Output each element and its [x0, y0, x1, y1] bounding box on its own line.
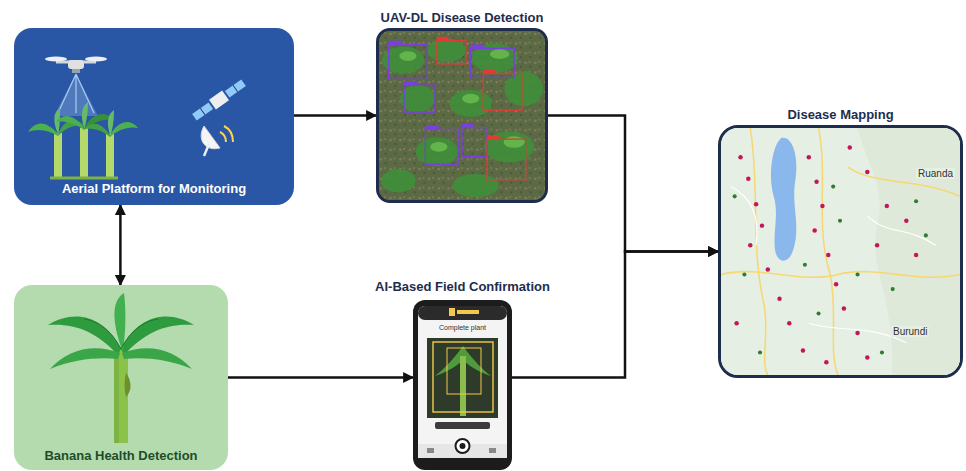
roads — [721, 128, 960, 375]
illustration-clip — [379, 31, 545, 200]
aerial-photo — [379, 31, 545, 200]
leaf-canopy — [381, 39, 543, 197]
app-logo — [449, 308, 455, 316]
aerial-illustration — [14, 28, 294, 205]
panel-heading: AI-Based Field Confirmation — [375, 279, 550, 295]
box-tags — [389, 37, 499, 139]
uav-image-panel: UAV-DL Disease Detection — [376, 28, 548, 203]
dish-antenna — [201, 126, 233, 156]
box-label: Aerial Platform for Monitoring — [14, 181, 294, 197]
flow-arrow — [512, 252, 718, 378]
screen-caption: Complete plant — [437, 324, 488, 332]
map-place-name: Ruanda — [916, 168, 955, 179]
phone-panel: AI-Based Field ConfirmationComplete plan… — [413, 300, 512, 470]
drone-icon — [45, 57, 107, 117]
banana-plants — [28, 102, 138, 178]
satellite-icon — [191, 78, 247, 122]
flow-arrow — [228, 376, 413, 379]
banana-health-box: Banana Health Detection — [14, 285, 228, 470]
flow-arrow — [294, 114, 376, 117]
panel-heading: UAV-DL Disease Detection — [381, 10, 544, 26]
map-panel: Disease MappingRuandaBurundi — [718, 125, 963, 378]
panel-heading: Disease Mapping — [787, 107, 893, 123]
flow-arrow — [548, 116, 718, 252]
flow-arrow — [119, 205, 122, 285]
box-label: Banana Health Detection — [14, 448, 228, 464]
lake — [771, 138, 796, 261]
illustration-clip — [721, 128, 960, 375]
map-place-name: Burundi — [891, 326, 929, 337]
disease-map — [721, 128, 960, 375]
detection-boxes — [389, 41, 526, 180]
banana-tree — [14, 285, 228, 470]
aerial-platform-box: Aerial Platform for Monitoring — [14, 28, 294, 205]
